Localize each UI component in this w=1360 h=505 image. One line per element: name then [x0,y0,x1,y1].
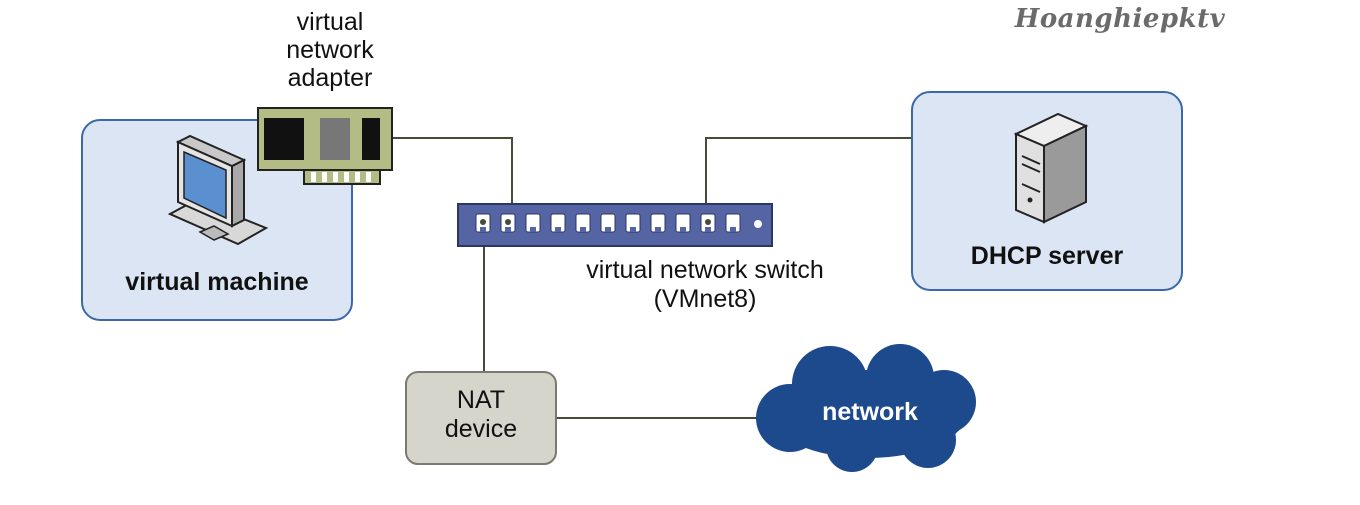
switch-port-notch [730,227,736,232]
switch-port-notch [530,227,536,232]
switch-port-notch [480,227,486,232]
switch-status-light [754,220,762,228]
switch-port-notch [580,227,586,232]
line-switch-to-dhcp [705,137,912,222]
switch-port-notch [505,227,511,232]
switch-port-notch [630,227,636,232]
line-adapter-to-switch [392,137,513,222]
switch-port-notch [705,227,711,232]
switch-port-connected-dot [480,219,486,225]
switch-port-connected-dot [505,219,511,225]
switch-port-notch [680,227,686,232]
switch-ports [475,213,741,233]
network-label: network [822,398,918,426]
switch-label-line1: virtual network switch [586,256,824,284]
network-switch-icon [457,203,773,247]
adapter-label: virtual network adapter [286,8,374,92]
switch-port-notch [605,227,611,232]
dhcp-label: DHCP server [970,242,1124,270]
switch-port-connected-dot [705,219,711,225]
switch-port-notch [655,227,661,232]
switch-label-line2: (VMnet8) [653,285,757,313]
nat-label-line2: device [444,415,518,443]
switch-port-notch [555,227,561,232]
network-adapter-card-icon [257,107,393,185]
cloud-icon [756,344,976,472]
switch-label: virtual network switch (VMnet8) [530,256,880,314]
nat-label: NAT device [406,386,556,444]
vm-label: virtual machine [125,268,309,296]
server-tower-icon [1013,112,1089,224]
computer-monitor-icon [167,134,269,246]
nat-label-line1: NAT [456,386,506,414]
watermark: Hoanghiepktv [1014,4,1226,34]
nat-device-box [405,371,557,465]
